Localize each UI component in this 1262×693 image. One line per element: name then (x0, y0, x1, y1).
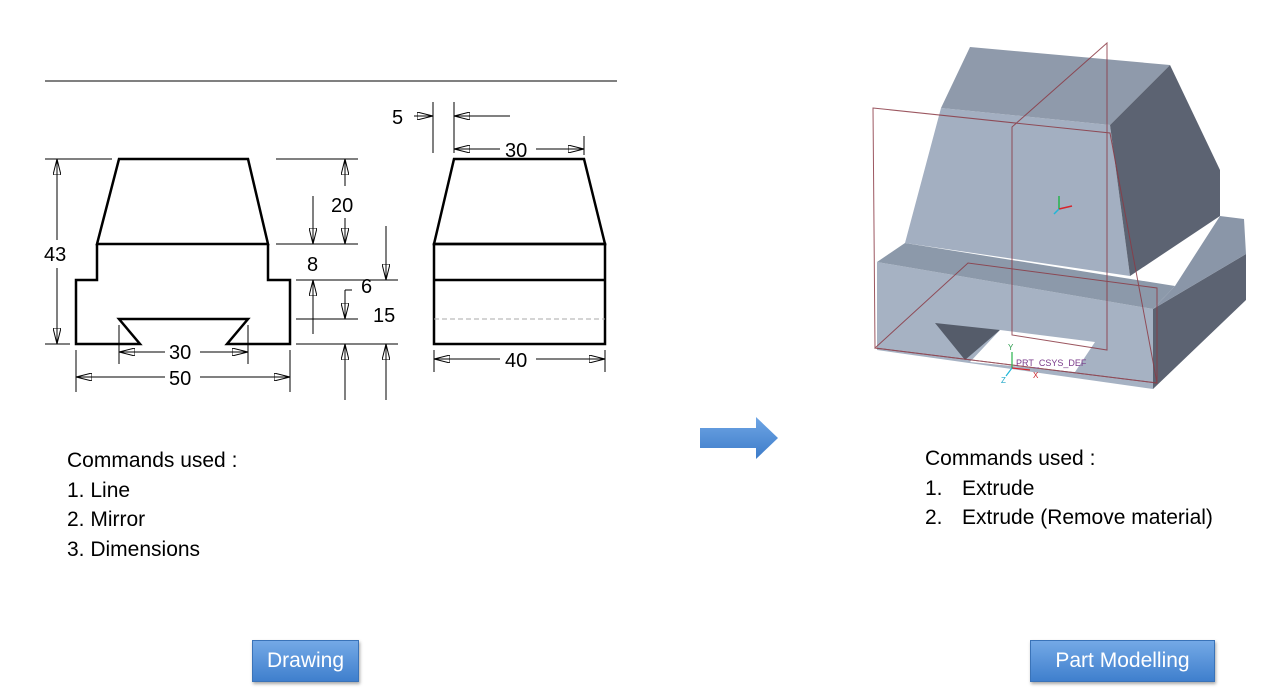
left-command-item: 1. Line (67, 478, 131, 502)
dim-8: 8 (307, 254, 318, 276)
dim-15: 15 (373, 305, 395, 327)
axis-y-label: Y (1008, 343, 1014, 352)
dim-30-top: 30 (505, 140, 527, 162)
engineering-drawing: 43 20 8 6 15 30 50 5 30 40 (44, 80, 617, 400)
left-command-item: 2. Mirror (67, 508, 146, 531)
part-model-3d-view: PRT_CSYS_DEF Y Z X (872, 41, 1246, 389)
right-commands-heading: Commands used : (925, 447, 1096, 470)
dim-43: 43 (44, 244, 66, 266)
part-modelling-button[interactable]: Part Modelling (1030, 640, 1215, 682)
coordinate-triad-icon (1053, 196, 1073, 215)
axis-x-label: X (1033, 371, 1039, 380)
left-commands-heading: Commands used : (67, 449, 238, 472)
left-command-item: 3. Dimensions (67, 537, 201, 561)
right-command-text: Extrude (Remove material) (962, 506, 1213, 529)
right-command-number: 1. (925, 476, 943, 500)
dim-30-bottom: 30 (169, 342, 191, 364)
side-view (432, 157, 607, 346)
front-view (74, 157, 292, 346)
left-commands-list: Commands used : 1. Line 2. Mirror 3. Dim… (67, 446, 237, 564)
dim-40: 40 (505, 350, 527, 372)
front-view-dimensions (45, 158, 398, 400)
right-commands-list: Commands used : 1. Extrude 2. Extrude (Rem… (925, 444, 1213, 533)
csys-icon (1005, 352, 1031, 377)
right-arrow-icon (700, 417, 778, 459)
dim-6: 6 (361, 276, 372, 298)
csys-label: PRT_CSYS_DEF (1016, 358, 1087, 368)
drawing-button[interactable]: Drawing (252, 640, 359, 682)
right-command-item: 2. Extrude (Remove material) (925, 503, 1213, 533)
axis-z-label: Z (1001, 376, 1006, 385)
right-command-item: 1. Extrude (925, 474, 1213, 504)
right-command-text: Extrude (962, 476, 1035, 500)
side-view-dimensions (414, 102, 606, 372)
dim-5: 5 (392, 107, 403, 129)
dim-20: 20 (331, 195, 353, 217)
right-command-number: 2. (925, 506, 943, 529)
dim-50: 50 (169, 368, 191, 390)
